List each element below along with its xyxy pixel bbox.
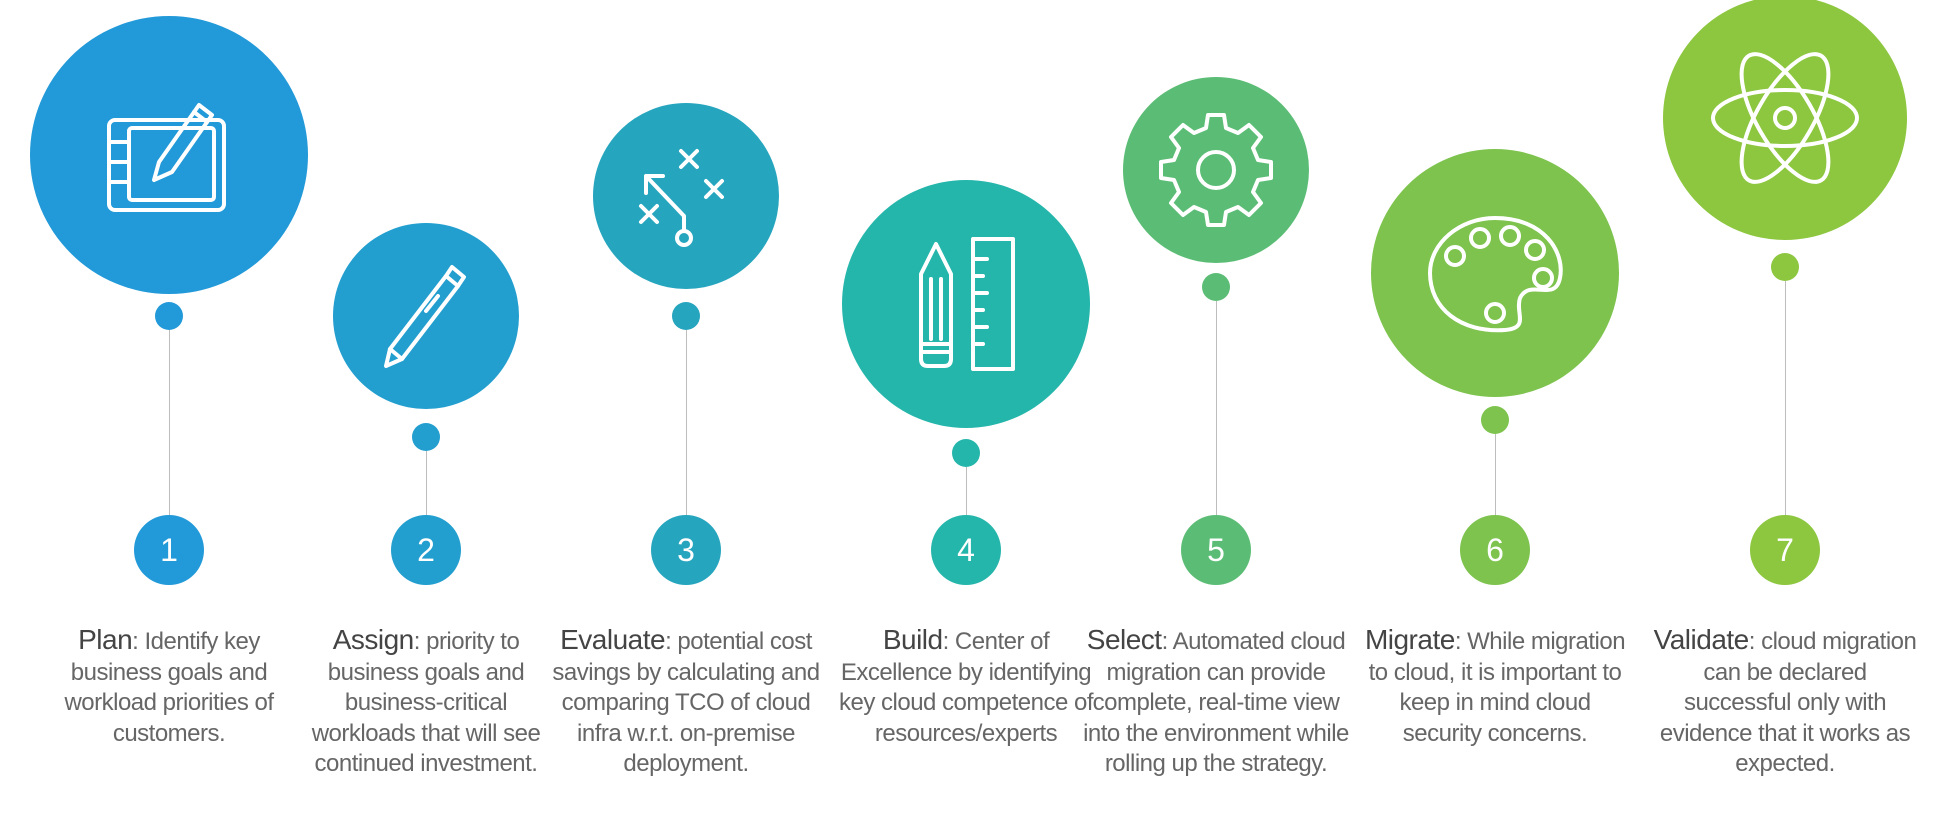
step-1-description: Plan: Identify key business goals and wo… [64,624,274,747]
step-5-dot [1202,273,1230,301]
pen-icon [384,265,466,368]
step-7-title: Validate [1653,624,1750,655]
step-1-circle [30,16,308,294]
step-3-description: Evaluate: potential cost savings by calc… [552,624,820,777]
step-1-text: Identify key business goals and workload… [64,628,274,747]
step-6-description: Migrate: While migration to cloud, it is… [1364,624,1626,747]
step-4-connector [965,467,967,515]
palette-icon [1428,216,1563,333]
step-2-description: Assign: priority to business goals and b… [311,624,541,777]
step-2-dot [412,423,440,451]
step-6-title: Migrate [1364,624,1455,655]
step-7-text: cloud migration can be declared successf… [1659,628,1917,777]
step-5-title: Select [1086,624,1162,655]
step-4-title: Build [882,624,943,655]
step-6-number: 6 [1460,515,1530,585]
step-4-dot [952,439,980,467]
step-4-text: Center of Excellence by identifying key … [839,628,1094,747]
step-2-number: 2 [391,515,461,585]
step-6-circle [1371,149,1619,397]
step-5-number: 5 [1181,515,1251,585]
strategy-play-icon [639,149,724,247]
step-7-connector [1784,281,1786,515]
step-4-circle [842,180,1090,428]
step-3-circle [593,103,779,289]
step-3-title: Evaluate [560,624,666,655]
step-3-text: potential cost savings by calculating an… [552,628,820,777]
step-5-circle [1123,77,1309,263]
step-2-title: Assign [332,624,415,655]
step-2-circle [333,223,519,409]
drawing-tablet-icon [107,103,226,212]
atom-icon [1711,52,1859,184]
step-7-circle [1663,0,1907,240]
step-3-number: 3 [651,515,721,585]
step-5-description: Select: Automated cloud migration can pr… [1083,624,1349,777]
step-5-text: Automated cloud migration can provide co… [1083,628,1349,777]
step-2-text: priority to business goals and business-… [311,628,541,777]
step-6-connector [1494,434,1496,515]
step-1-title: Plan [78,624,133,655]
step-6-dot [1481,406,1509,434]
step-7-dot [1771,253,1799,281]
step-1-connector [168,330,170,515]
step-4-description: Build: Center of Excellence by identifyi… [839,624,1094,747]
pencil-ruler-icon [919,237,1015,371]
step-1-dot [155,302,183,330]
step-5-connector [1215,301,1217,515]
gear-icon [1159,113,1273,227]
step-3-dot [672,302,700,330]
step-7-description: Validate: cloud migration can be declare… [1653,624,1917,777]
step-4-number: 4 [931,515,1001,585]
step-1-number: 1 [134,515,204,585]
step-2-connector [425,451,427,515]
step-3-connector [685,330,687,515]
step-7-number: 7 [1750,515,1820,585]
step-6-text: While migration to cloud, it is importan… [1368,628,1626,747]
